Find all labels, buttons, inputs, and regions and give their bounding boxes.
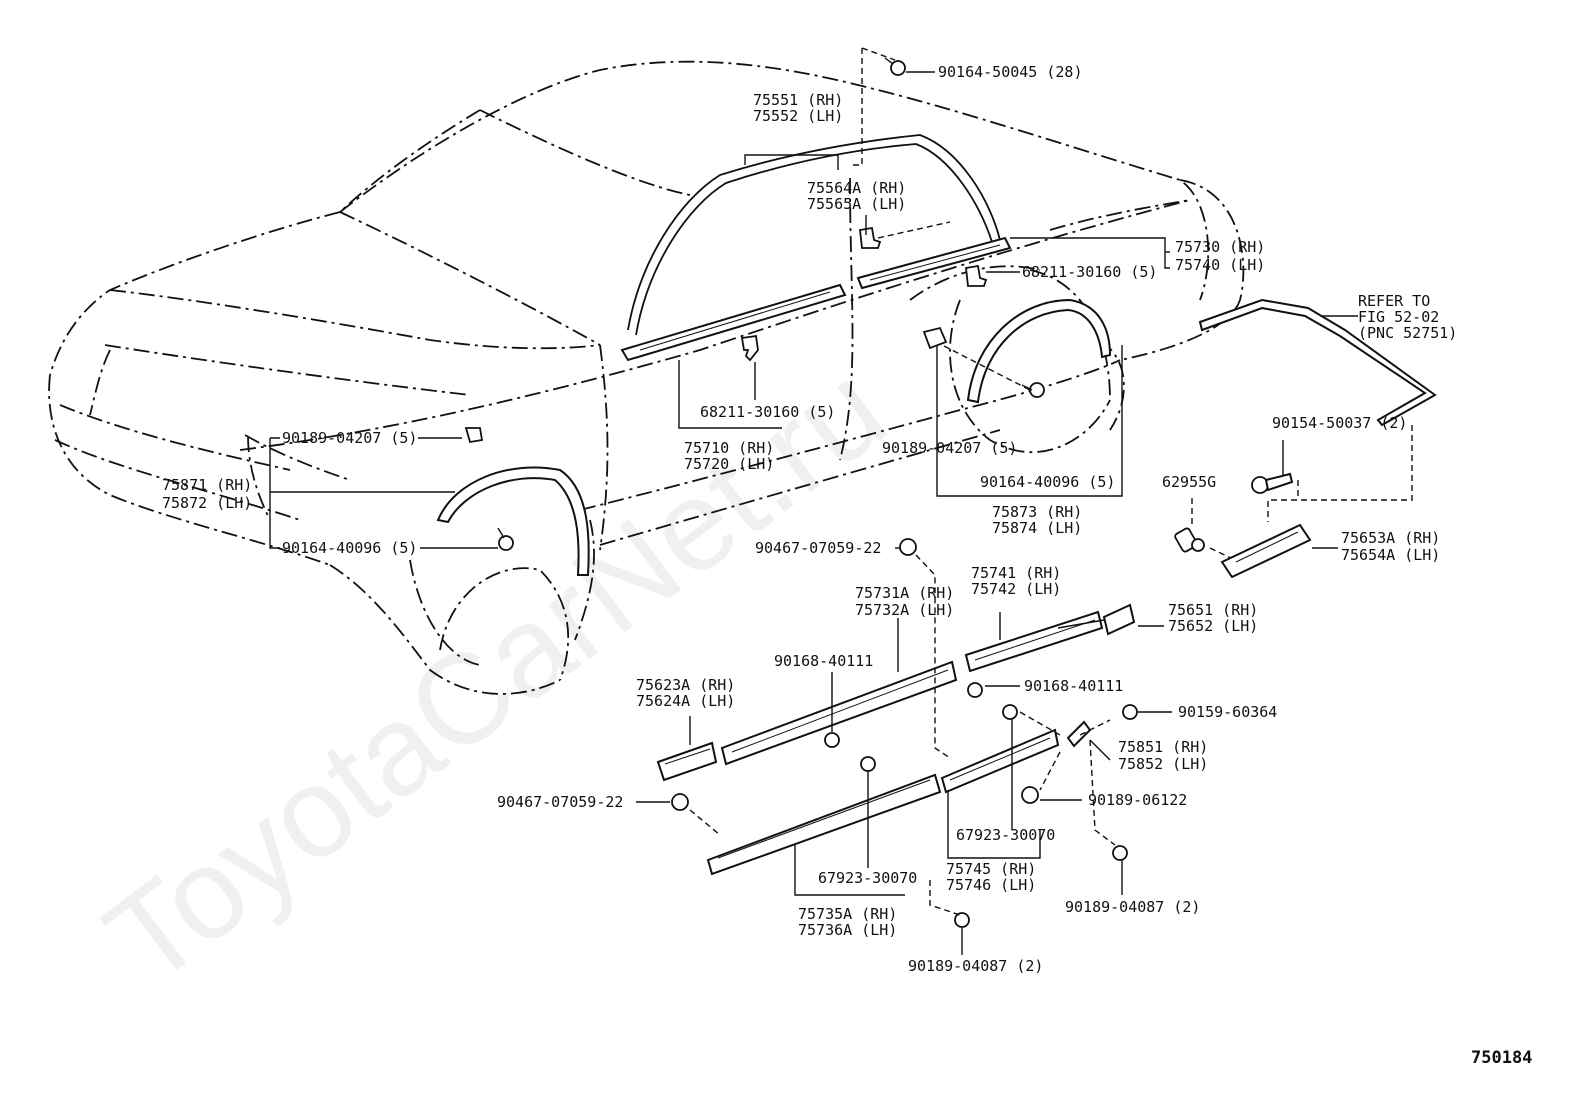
plug-icon[interactable] — [1174, 527, 1205, 553]
callout-labels: 90164-50045 (28) 75551 (RH) 75552 (LH) 7… — [162, 63, 1532, 1068]
refer-line-3: (PNC 52751) — [1358, 324, 1457, 342]
refer-line-2: FIG 52-02 — [1358, 308, 1439, 326]
callout-90189-04207-front: 90189-04207 (5) — [282, 429, 417, 447]
roof-moulding-ref — [1198, 298, 1437, 427]
clip-icon[interactable] — [464, 226, 988, 444]
callout-62955g: 62955G — [1162, 473, 1216, 491]
callout-75731a: 75731A (RH) — [855, 584, 954, 602]
callout-75653a: 75653A (RH) — [1341, 529, 1440, 547]
leader-lines-lower — [636, 547, 1172, 955]
rear-rocker-moulding[interactable] — [940, 728, 1060, 794]
leader-lines — [269, 47, 1413, 561]
garnish-piece[interactable] — [1102, 603, 1136, 636]
rear-door-belt-moulding[interactable] — [856, 236, 1012, 290]
rear-wheel-arch-moulding[interactable] — [966, 298, 1112, 404]
callout-75654a: 75654A (LH) — [1341, 546, 1440, 564]
callout-90168-left: 90168-40111 — [774, 652, 873, 670]
figure-number: 750184 — [1471, 1048, 1532, 1068]
callout-75652: 75652 (LH) — [1168, 617, 1258, 635]
callout-68211-upper: 68211-30160 (5) — [1022, 263, 1157, 281]
callout-67923-right: 67923-30070 — [956, 826, 1055, 844]
callout-75741: 75741 (RH) — [971, 564, 1061, 582]
callout-75565a: 75565A (LH) — [807, 195, 906, 213]
callout-75551: 75551 (RH) — [753, 91, 843, 109]
callout-75552: 75552 (LH) — [753, 107, 843, 125]
callout-75872: 75872 (LH) — [162, 494, 252, 512]
callout-90467-bottom: 90467-07059-22 — [497, 793, 623, 811]
fastener-icons[interactable] — [671, 538, 1138, 928]
refer-line-1: REFER TO — [1358, 292, 1430, 310]
callout-75623a: 75623A (RH) — [636, 676, 735, 694]
callout-75746: 75746 (LH) — [946, 876, 1036, 894]
roof-drip-moulding[interactable] — [627, 134, 1001, 336]
quarter-moulding[interactable] — [1220, 523, 1312, 579]
bracket-icon[interactable] — [1066, 720, 1092, 748]
callout-75720: 75720 (LH) — [684, 455, 774, 473]
callout-90164-40096-rear: 90164-40096 (5) — [980, 473, 1115, 491]
bolt-icon[interactable] — [1251, 472, 1294, 494]
callout-90168-right: 90168-40111 — [1024, 677, 1123, 695]
car-body-outline — [48, 60, 1245, 695]
front-rocker-moulding[interactable] — [706, 773, 942, 876]
watermark: ToyotaCarNet.ru — [81, 337, 911, 1012]
callout-75851: 75851 (RH) — [1118, 738, 1208, 756]
callout-90189-04087-bottom: 90189-04087 (2) — [908, 957, 1043, 975]
callout-90189-06122: 90189-06122 — [1088, 791, 1187, 809]
callout-75730: 75730 (RH) — [1175, 238, 1265, 256]
callout-75745: 75745 (RH) — [946, 860, 1036, 878]
callout-68211-lower: 68211-30160 (5) — [700, 403, 835, 421]
callout-75735a: 75735A (RH) — [798, 905, 897, 923]
callout-75736a: 75736A (LH) — [798, 921, 897, 939]
callout-75852: 75852 (LH) — [1118, 755, 1208, 773]
fender-moulding[interactable] — [656, 741, 718, 782]
callout-75873: 75873 (RH) — [992, 503, 1082, 521]
callout-75651: 75651 (RH) — [1168, 601, 1258, 619]
callout-75564a: 75564A (RH) — [807, 179, 906, 197]
callout-67923-left: 67923-30070 — [818, 869, 917, 887]
callout-90189-04207-rear: 90189-04207 (5) — [882, 439, 1017, 457]
callout-75732a: 75732A (LH) — [855, 601, 954, 619]
screw-icon[interactable] — [497, 57, 1045, 551]
callout-90467-top: 90467-07059-22 — [755, 539, 881, 557]
callout-90159-60364: 90159-60364 — [1178, 703, 1277, 721]
front-door-side-moulding[interactable] — [720, 660, 958, 766]
callout-75624a: 75624A (LH) — [636, 692, 735, 710]
callout-90154-50037: 90154-50037 (2) — [1272, 414, 1407, 432]
front-door-belt-moulding[interactable] — [620, 283, 847, 362]
callout-75740: 75740 (LH) — [1175, 256, 1265, 274]
rear-door-side-moulding[interactable] — [964, 610, 1104, 673]
callout-75710: 75710 (RH) — [684, 439, 774, 457]
callout-90189-04087-right: 90189-04087 (2) — [1065, 898, 1200, 916]
callout-75871: 75871 (RH) — [162, 476, 252, 494]
callout-75742: 75742 (LH) — [971, 580, 1061, 598]
callout-90164-40096-front: 90164-40096 (5) — [282, 539, 417, 557]
callout-90164-50045: 90164-50045 (28) — [938, 63, 1083, 81]
callout-75874: 75874 (LH) — [992, 519, 1082, 537]
front-wheel-arch-moulding[interactable] — [436, 466, 590, 576]
